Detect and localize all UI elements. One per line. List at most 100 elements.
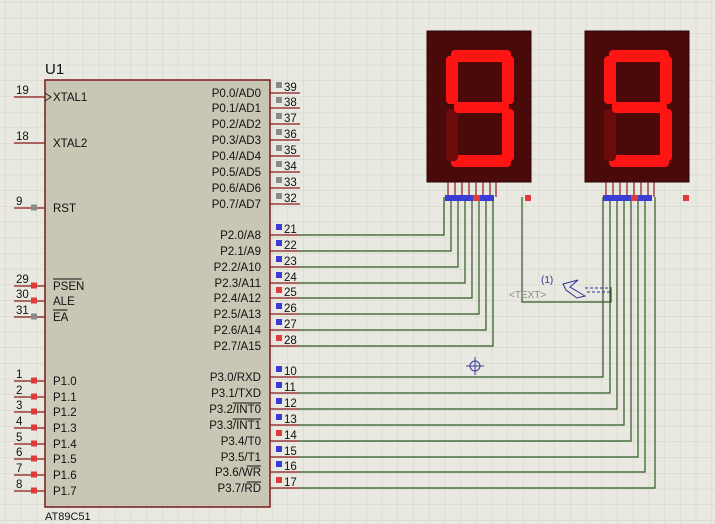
- chip-pin-1[interactable]: 1P1.0: [14, 369, 77, 388]
- chip-pin-7[interactable]: 7P1.6: [14, 463, 77, 482]
- pin-state-indicator: [276, 430, 282, 436]
- chip-pin-5[interactable]: 5P1.4: [14, 432, 77, 451]
- pin-state-indicator: [276, 446, 282, 452]
- seven-segment-display-2[interactable]: [584, 30, 690, 201]
- text-label-object[interactable]: (1) <TEXT>: [509, 275, 612, 301]
- pin-state-indicator: [31, 440, 37, 447]
- segment-f: [604, 56, 616, 104]
- wire-p3-6: [300, 197, 646, 473]
- pin-number: 23: [284, 256, 297, 268]
- segment-d: [609, 155, 669, 167]
- pin-number: 18: [16, 131, 29, 143]
- chip-pin-3[interactable]: 3P1.2: [14, 400, 77, 419]
- wire-p3-2: [300, 197, 618, 410]
- pin-state-indicator: [31, 297, 37, 304]
- pin-name: P3.2/INT0: [209, 404, 261, 416]
- pin-number: 24: [284, 272, 297, 284]
- chip-pin-4[interactable]: 4P1.3: [14, 416, 77, 435]
- seven-segment-display-1[interactable]: [426, 30, 532, 201]
- chip-pin-8[interactable]: 8P1.7: [14, 479, 77, 498]
- pin-name: P3.3/INT1: [209, 420, 261, 432]
- pin-number: 35: [284, 145, 297, 157]
- crosshair-cursor-icon: [466, 357, 484, 375]
- pin-name: P0.3/AD3: [212, 135, 261, 147]
- pin-name: P2.0/A8: [220, 230, 261, 242]
- text-label-index: (1): [541, 275, 553, 286]
- pin-state-indicator: [31, 393, 37, 400]
- pin-number: 3: [16, 400, 22, 412]
- wire-p2-3: [300, 197, 466, 284]
- chip-body[interactable]: [44, 79, 271, 508]
- pin-number: 6: [16, 447, 22, 459]
- seven-segment-displays: [426, 30, 690, 201]
- wire-p2-1: [300, 197, 452, 252]
- pin-number: 28: [284, 335, 297, 347]
- pin-state-indicator: [31, 487, 37, 494]
- segment-f: [446, 56, 458, 104]
- pin-name: RST: [53, 203, 76, 215]
- pin-name: P1.6: [53, 470, 77, 482]
- pin-state-indicator: [31, 204, 37, 211]
- pin-state-indicator: [276, 240, 282, 246]
- display-pin-state: [610, 195, 617, 201]
- pin-state-indicator: [31, 282, 37, 289]
- microcontroller-u1[interactable]: U1 AT89C51 19XTAL118XTAL29RST29PSEN30ALE…: [14, 61, 300, 523]
- wire-p2-7: [300, 197, 494, 347]
- pin-name: P1.7: [53, 486, 77, 498]
- pin-number: 5: [16, 432, 22, 444]
- pin-name: P2.1/A9: [220, 246, 261, 258]
- wire-p3-5: [300, 197, 639, 458]
- pin-name: P2.5/A13: [214, 309, 261, 321]
- pin-name: P0.4/AD4: [212, 151, 262, 163]
- pin-state-indicator: [276, 145, 282, 151]
- segment-g: [454, 102, 509, 113]
- pin-state-indicator: [276, 224, 282, 230]
- display-pin-state: [487, 195, 494, 201]
- segment-a: [451, 50, 511, 62]
- pin-state-indicator: [31, 471, 37, 478]
- pin-number: 38: [284, 97, 297, 109]
- pin-name: ALE: [53, 296, 75, 308]
- pin-state-indicator: [276, 366, 282, 372]
- chip-pin-6[interactable]: 6P1.5: [14, 447, 77, 466]
- clock-input-icon: [44, 92, 52, 102]
- pin-name: P3.7/RD: [218, 483, 261, 495]
- wire-p2-5: [300, 197, 480, 315]
- pin-name: EA: [53, 312, 69, 324]
- pin-number: 12: [284, 398, 297, 410]
- chip-pin-2[interactable]: 2P1.1: [14, 385, 77, 404]
- display-pin-state: [445, 195, 452, 201]
- display-pin-state: [617, 195, 624, 201]
